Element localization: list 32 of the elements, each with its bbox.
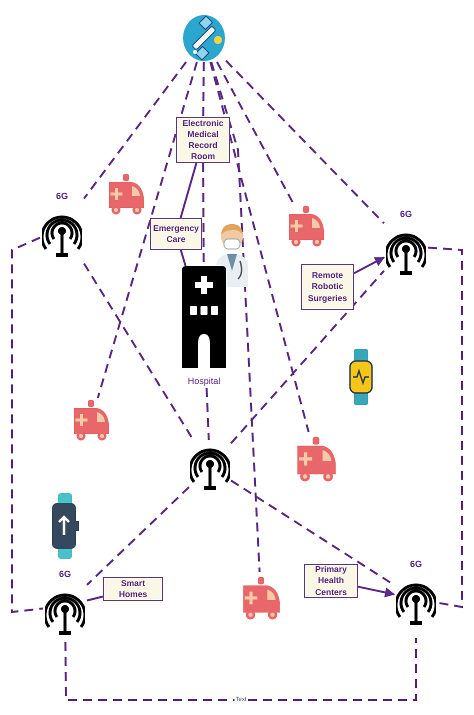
box-label: Emergency Care [153,222,199,246]
dashed-connector [64,638,417,701]
dashed-connector [202,62,205,118]
connector-line [86,596,104,602]
service-box [150,218,202,250]
connector-line [354,256,385,274]
connector-line [180,162,198,218]
dashed-connector [225,60,385,224]
network-label: 6G [56,192,68,201]
box-label: Smart Homes [118,578,148,600]
service-box [103,577,163,601]
dashed-connector [83,61,187,200]
dashed-connector [11,236,44,614]
building-label: Hospital [188,376,220,388]
network-label: 6G [400,210,412,219]
dashed-connector [216,62,294,204]
connector-line [358,586,395,598]
box-label: Electronic Medical Record Room [181,118,225,162]
box-label: Primary Health Centers [314,564,348,598]
service-box [301,264,354,310]
box-label: Remote Robotic Surgeries [306,270,348,304]
dashed-connector [230,270,385,444]
dashed-connector [428,246,463,608]
connector-line [180,250,187,266]
dashed-connector [209,62,310,432]
dashed-connector [210,62,261,572]
network-label: 6G [410,560,422,569]
dashed-connector [86,486,190,586]
dashed-connector [206,388,210,440]
service-box [304,564,358,598]
dashed-connector [96,62,198,398]
network-label: 6G [58,570,71,579]
